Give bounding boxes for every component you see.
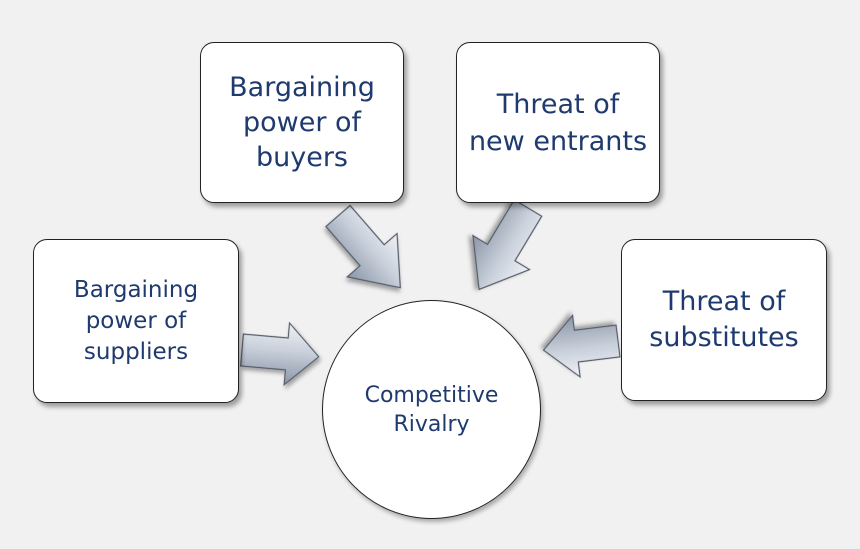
arrow-suppliers-to-rivalry bbox=[239, 321, 320, 387]
force-label-buyers: Bargaining power of buyers bbox=[229, 72, 375, 173]
force-box-suppliers: Bargaining power of suppliers bbox=[33, 239, 239, 403]
force-label-suppliers: Bargaining power of suppliers bbox=[73, 276, 199, 365]
arrow-substitutes-to-rivalry bbox=[542, 313, 621, 379]
force-box-buyers: Bargaining power of buyers bbox=[200, 42, 404, 203]
force-label-substitutes: Threat of substitutes bbox=[649, 286, 799, 353]
arrow-buyers-to-rivalry bbox=[325, 204, 401, 289]
arrow-entrants-to-rivalry bbox=[472, 198, 543, 291]
force-label-new-entrants: Threat of new entrants bbox=[468, 88, 648, 157]
center-circle-competitive-rivalry: Competitive Rivalry bbox=[322, 300, 541, 519]
force-box-substitutes: Threat of substitutes bbox=[621, 239, 827, 401]
center-label: Competitive Rivalry bbox=[364, 382, 499, 437]
force-box-new-entrants: Threat of new entrants bbox=[456, 42, 660, 203]
